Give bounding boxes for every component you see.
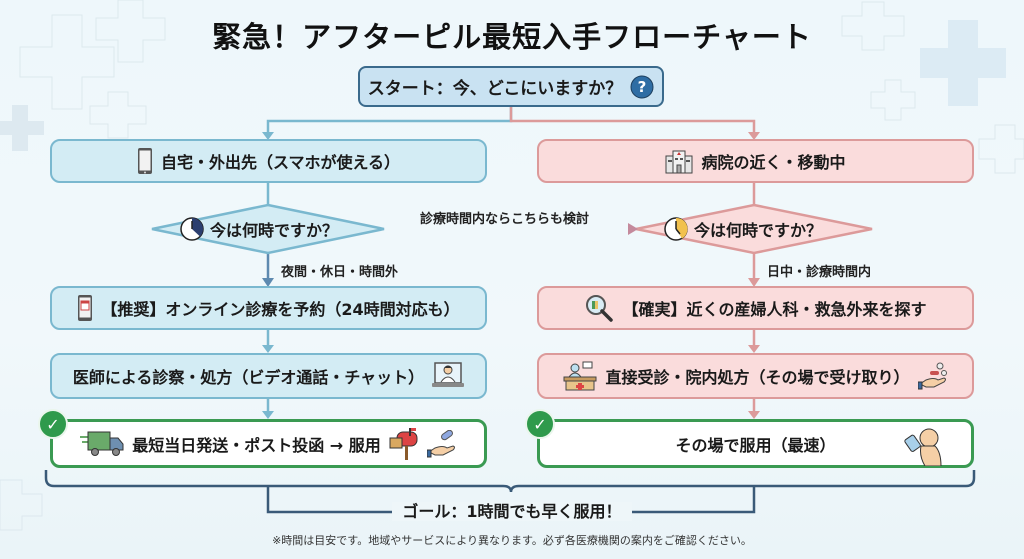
delivery-truck-icon bbox=[80, 429, 124, 459]
question-circle-icon: ? bbox=[630, 75, 654, 99]
right-question-label: 今は何時ですか？ bbox=[694, 221, 823, 240]
right-location-label: 病院の近く・移動中 bbox=[701, 153, 846, 172]
left-step1-box[interactable]: 【推奨】オンライン診療を予約（24時間対応も） bbox=[50, 286, 487, 330]
left-step2-label: 医師による診察・処方（ビデオ通話・チャット） bbox=[72, 368, 425, 387]
smartphone-icon bbox=[137, 147, 153, 175]
cross-decoration-icon bbox=[0, 105, 44, 151]
goal-text: ゴール：1時間でも早く服用！ bbox=[392, 502, 632, 521]
clock-day-icon bbox=[664, 217, 688, 241]
cross-decoration-icon bbox=[841, 1, 905, 51]
start-box[interactable]: スタート：今、どこにいますか？ ? bbox=[358, 66, 664, 107]
check-icon: ✓ bbox=[525, 409, 555, 439]
page-title: 緊急！アフターピル最短入手フローチャート bbox=[212, 20, 812, 54]
right-step1-box[interactable]: 【確実】近くの産婦人科・救急外来を探す bbox=[537, 286, 974, 330]
doctor-laptop-icon bbox=[432, 361, 465, 391]
right-result-box[interactable]: その場で服用（最速） bbox=[537, 419, 974, 468]
map-search-icon bbox=[584, 293, 614, 323]
left-location-box[interactable]: 自宅・外出先（スマホが使える） bbox=[50, 139, 487, 183]
reception-desk-icon bbox=[563, 361, 597, 391]
cross-decoration-icon bbox=[0, 479, 43, 531]
right-result-label: その場で服用（最速） bbox=[675, 435, 836, 455]
left-step2-box[interactable]: 医師による診察・処方（ビデオ通話・チャット） bbox=[50, 353, 487, 399]
right-step2-box[interactable]: 直接受診・院内処方（その場で受け取り） bbox=[537, 353, 974, 399]
right-question[interactable]: 今は何時ですか？ bbox=[664, 217, 822, 241]
pill-hand-icon bbox=[917, 362, 948, 390]
cross-decoration-icon bbox=[19, 14, 115, 110]
left-question[interactable]: 今は何時ですか？ bbox=[180, 217, 338, 241]
left-result-label: 最短当日発送・ポスト投函 → 服用 bbox=[132, 435, 381, 455]
cross-decoration-icon bbox=[978, 124, 1024, 174]
right-condition-label: 日中・診療時間内 bbox=[767, 265, 872, 280]
cross-decoration-icon bbox=[95, 0, 166, 63]
calendar-phone-icon bbox=[77, 294, 93, 322]
left-question-label: 今は何時ですか？ bbox=[210, 221, 339, 240]
start-label: スタート：今、どこにいますか？ bbox=[367, 79, 623, 99]
goal-label: ゴール：1時間でも早く服用！ bbox=[0, 498, 1024, 522]
hospital-icon bbox=[665, 148, 693, 174]
cross-link-label: 診療時間内ならこちらも検討 bbox=[420, 212, 590, 227]
mailbox-icon bbox=[389, 427, 419, 460]
svg-text:?: ? bbox=[638, 78, 647, 96]
cross-decoration-icon bbox=[89, 91, 147, 139]
background-cross-decorations bbox=[0, 0, 1024, 531]
right-step1-label: 【確実】近くの産婦人科・救急外来を探す bbox=[622, 300, 927, 319]
right-location-box[interactable]: 病院の近く・移動中 bbox=[537, 139, 974, 183]
left-step1-label: 【推奨】オンライン診療を予約（24時間対応も） bbox=[101, 300, 460, 319]
right-step2-label: 直接受診・院内処方（その場で受け取り） bbox=[605, 368, 910, 387]
left-condition-label: 夜間・休日・時間外 bbox=[281, 265, 399, 280]
clock-night-icon bbox=[180, 217, 204, 241]
left-location-label: 自宅・外出先（スマホが使える） bbox=[160, 153, 401, 172]
person-drinking-icon bbox=[903, 426, 943, 466]
check-icon: ✓ bbox=[38, 409, 68, 439]
left-result-box[interactable]: 最短当日発送・ポスト投函 → 服用 bbox=[50, 419, 487, 468]
footnote: ※時間は目安です。地域やサービスにより異なります。必ず各医療機関の案内をご確認く… bbox=[272, 534, 752, 547]
cross-decoration-icon bbox=[870, 79, 916, 121]
pill-hand-icon bbox=[426, 429, 457, 458]
cross-decoration-icon bbox=[920, 20, 1006, 106]
